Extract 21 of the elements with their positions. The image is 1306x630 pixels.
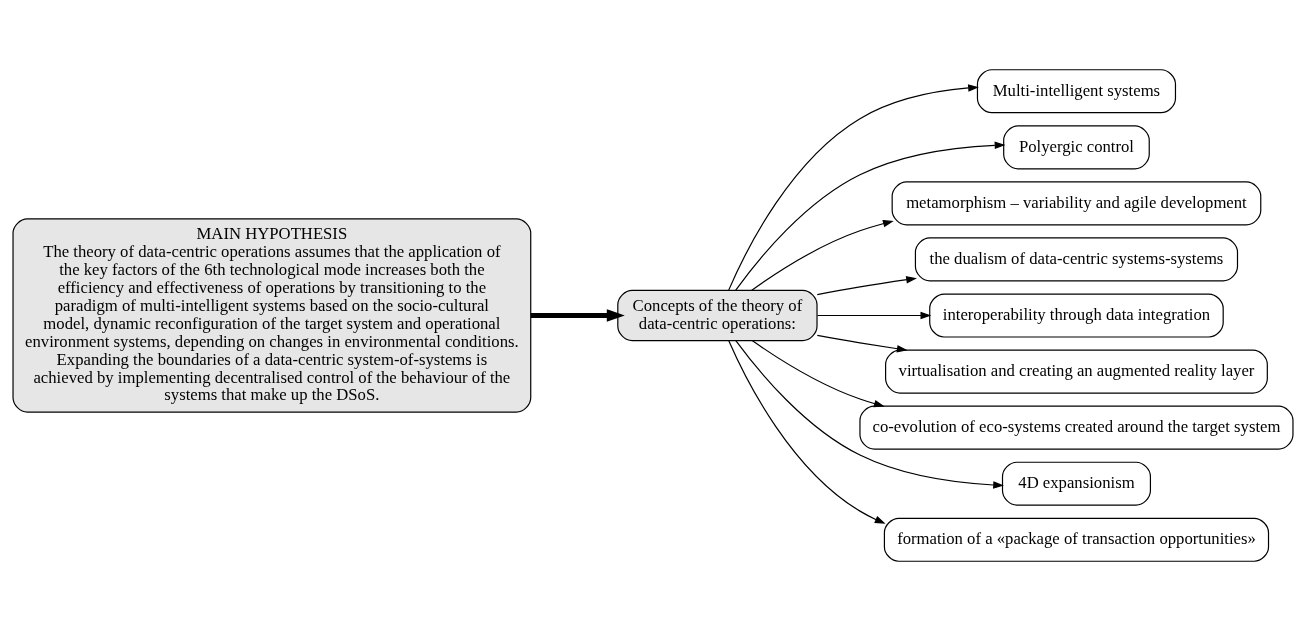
arrow — [750, 219, 894, 291]
arrow — [728, 83, 979, 291]
arrow — [816, 311, 932, 319]
node-box: metamorphism – variability and agile development — [891, 180, 1262, 225]
arrow — [530, 308, 625, 322]
node-box: MAIN HYPOTHESIS The theory of data-centric operations assumes that the application of the key factors of the 6th technological mode increases both the efficiency and effectiveness of operations by transitioning to the paradigm of multi-intelligent systems based on the socio-cultural model, dynamic reconfiguration of the target system and operational environment systems, depending on changes in environmental conditions. Expanding the boundaries of a data-centric system-of-systems is achieved by implementing decentralised control of the behaviour of the systems that make up the DSoS. — [12, 217, 532, 413]
node-box: Polyergic control — [1003, 124, 1150, 169]
arrow — [751, 339, 885, 407]
arrow — [735, 141, 1006, 291]
node-box: co-evolution of eco-systems created around the target system — [859, 405, 1294, 450]
arrow — [735, 339, 1004, 489]
node-box: 4D expansionism — [1001, 461, 1151, 506]
arrow — [728, 339, 886, 524]
arrow — [816, 334, 908, 352]
arrow — [816, 275, 917, 295]
node-box: formation of a «package of transaction opportunities» — [883, 517, 1270, 562]
node-box: interoperability through data integration — [929, 292, 1224, 338]
node-box: virtualisation and creating an augmented reality layer — [885, 349, 1268, 394]
node-box: Multi-intelligent systems — [976, 68, 1177, 113]
node-box: the dualism of data-centric systems-systems — [914, 236, 1239, 281]
node-box: Concepts of the theory of data-centric operations: — [617, 289, 818, 341]
